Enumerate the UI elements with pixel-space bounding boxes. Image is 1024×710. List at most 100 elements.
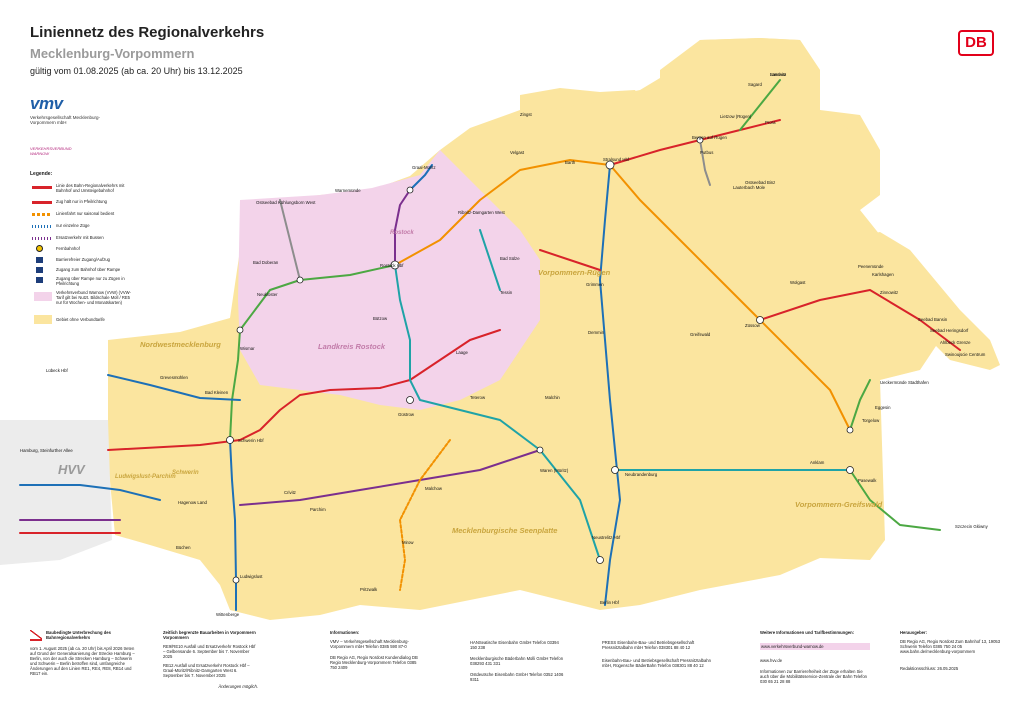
station-label: Seebad Bansin — [918, 317, 948, 322]
footer-note-construction: Baubedingte Unterbrechung des Bahnregion… — [30, 630, 135, 676]
validity-note: gültig vom 01.08.2025 (ab ca. 20 Uhr) bi… — [30, 66, 243, 76]
legend-arrow-symbol — [32, 201, 52, 204]
line-purple-2 — [239, 449, 541, 506]
station-dots — [226, 136, 854, 584]
station-label: Ostseebad Kühlungsborn West — [256, 200, 316, 205]
region-label: Ludwigslust-Parchim — [115, 474, 176, 480]
footer-info-item: Mecklenburgische Bäderbahn Molli GmbH Te… — [470, 656, 564, 666]
station-label: Grimmen — [586, 282, 604, 287]
station-label: Laage — [456, 350, 468, 355]
station-label: Pasewalk — [858, 478, 877, 483]
legend-item: Linie des Bahn-Regionalverkehrs mit Bahn… — [56, 183, 125, 193]
station-label: Ahlbeck Grenze — [940, 340, 971, 345]
line-purple-1 — [394, 189, 411, 266]
legend-item: Linienfahrt nur saisonal bedient — [56, 211, 115, 216]
station-label: Karlshagen — [872, 272, 894, 277]
station-label: Lietzow (Rügen) — [720, 114, 752, 119]
station-label: Peenemünde — [858, 264, 884, 269]
station-label: Berlin Hbf — [600, 600, 619, 605]
region-label: Landkreis Rostock — [318, 342, 386, 351]
footer-publisher: DB Regio AG, Regio Nordost Zum Bahnhof 1… — [900, 639, 1001, 654]
vmv-logo-subtitle: Verkehrsgesellschaft Mecklenburg-Vorpomm… — [30, 115, 101, 125]
legend-bus-symbol — [32, 237, 52, 240]
line-grey-2 — [279, 199, 301, 281]
legend-item: Barrierefreier Zugang/Aufzug — [56, 257, 110, 262]
station-label: Wittenberge — [216, 612, 240, 617]
line-orange-2 — [399, 439, 451, 521]
station-label: Zingst — [520, 112, 532, 117]
station-label: Eggesin — [875, 405, 891, 410]
legend-item: Fernbahnhof — [56, 246, 80, 251]
station-label: Wolgast — [790, 280, 806, 285]
vvw-logo: VERKEHRSVERBUND WARNOW — [30, 146, 72, 156]
station-label: Mirow — [402, 540, 414, 545]
footer-note-body: RB12 Ausfall und Ersatzverkehr Rostock H… — [163, 663, 250, 678]
station-label: Neustrelitz Hbf — [592, 535, 621, 540]
station-label: Zinnowitz — [880, 290, 899, 295]
footer-note-body: RE9/RE10 Ausfall und Ersatzverkehr Rosto… — [163, 644, 256, 659]
station-label: Hamburg, Steinfurther Allee — [20, 448, 73, 453]
station-label: Bergen auf Rügen — [692, 135, 727, 140]
hvv-website-link[interactable]: www.hvv.de — [760, 658, 783, 663]
line-red-3 — [759, 289, 961, 351]
line-orange-3 — [399, 519, 406, 591]
line-orange-1 — [394, 159, 851, 431]
station-label: Swinoujscie Centrum — [945, 352, 986, 357]
station-label: Velgast — [510, 150, 525, 155]
station-label: Torgelow — [862, 418, 880, 423]
station-label: Ludwigslust — [240, 574, 263, 579]
page-subtitle: Mecklenburg-Vorpommern — [30, 46, 195, 61]
station-label: Malchin — [545, 395, 560, 400]
legend-item: Zug hält nur in Pfeilrichtung — [56, 199, 107, 204]
darss-area — [520, 88, 640, 112]
line-blue-2 — [229, 439, 237, 611]
station-label: Waren (Müritz) — [540, 468, 569, 473]
footer-info-item: DB Regio AG, Regio Nordost Kundendialog … — [330, 655, 418, 670]
footer-info-col3: PRESS Eisenbahn-Bau- und Betriebsgesells… — [602, 640, 712, 668]
station-label: Güstrow — [398, 412, 414, 417]
line-teal-1 — [394, 264, 601, 561]
footer-info-item: PRESS Eisenbahn-Bau- und Betriebsgesells… — [602, 640, 695, 650]
station-label: Rostock Hbf — [380, 263, 404, 268]
legend-vvw-swatch — [34, 292, 52, 301]
legend-item: Gebiet ohne Verbundtarife — [56, 317, 105, 322]
footer-publisher-title: Herausgeber: — [900, 630, 927, 635]
legend-title: Legende: — [30, 171, 53, 177]
station-label: Sagard — [748, 82, 762, 87]
line-green-3 — [849, 379, 871, 431]
hvv-area — [0, 420, 112, 565]
station-label: Malchow — [425, 486, 442, 491]
station-label: Seebad Heringsdorf — [930, 328, 969, 333]
ruegen-area — [660, 38, 860, 190]
footer-note-title: Zeitlich begrenzte Bauarbeiten in Vorpom… — [163, 630, 256, 640]
ramp-direction-icon — [36, 277, 43, 283]
footer-note-body: vom 1. August 2025 (ab ca. 20 Uhr) bis A… — [30, 646, 135, 676]
line-blue-5 — [19, 484, 161, 501]
footer-info-col1: Informationen: VMV – Verkehrsgesellschaf… — [330, 630, 420, 670]
station-label: Lauterbach Mole — [733, 185, 766, 190]
footer-info-item: Ostdeutsche Eisenbahn GmbH Telefon 0352 … — [470, 672, 564, 682]
line-green-4 — [849, 469, 941, 531]
station-label: Wismar — [240, 346, 255, 351]
line-blue-4 — [107, 374, 241, 401]
region-label: Rostock — [390, 230, 414, 236]
region-label: Schwerin — [172, 470, 199, 476]
station-label: Bad Sülze — [500, 256, 520, 261]
footer-note-title: Baubedingte Unterbrechung des Bahnregion… — [46, 630, 111, 640]
legend-line-symbol — [32, 186, 52, 189]
ramp-icon — [36, 267, 43, 273]
station-label: Tessin — [500, 290, 513, 295]
station-label: Teterow — [470, 395, 486, 400]
station-label: Bützow — [373, 316, 388, 321]
legend-item: Ersatzverkehr mit Bussen — [56, 235, 104, 240]
line-green-5 — [739, 79, 781, 131]
station-label: Greifswald — [690, 332, 711, 337]
station-label: Neubrandenburg — [625, 472, 658, 477]
footer-info-item: Eisenbahn-Bau- und Betriebsgesellschaft … — [602, 658, 711, 668]
line-teal-3 — [479, 229, 501, 291]
vvw-website-link[interactable]: www.verkehrsverbund-warnow.de — [760, 643, 870, 650]
station-label: Demmin — [588, 330, 604, 335]
station-label: Parchim — [310, 507, 326, 512]
station-label: Stralsund Hbf — [603, 157, 630, 162]
page-title: Liniennetz des Regionalverkehrs — [30, 24, 265, 41]
